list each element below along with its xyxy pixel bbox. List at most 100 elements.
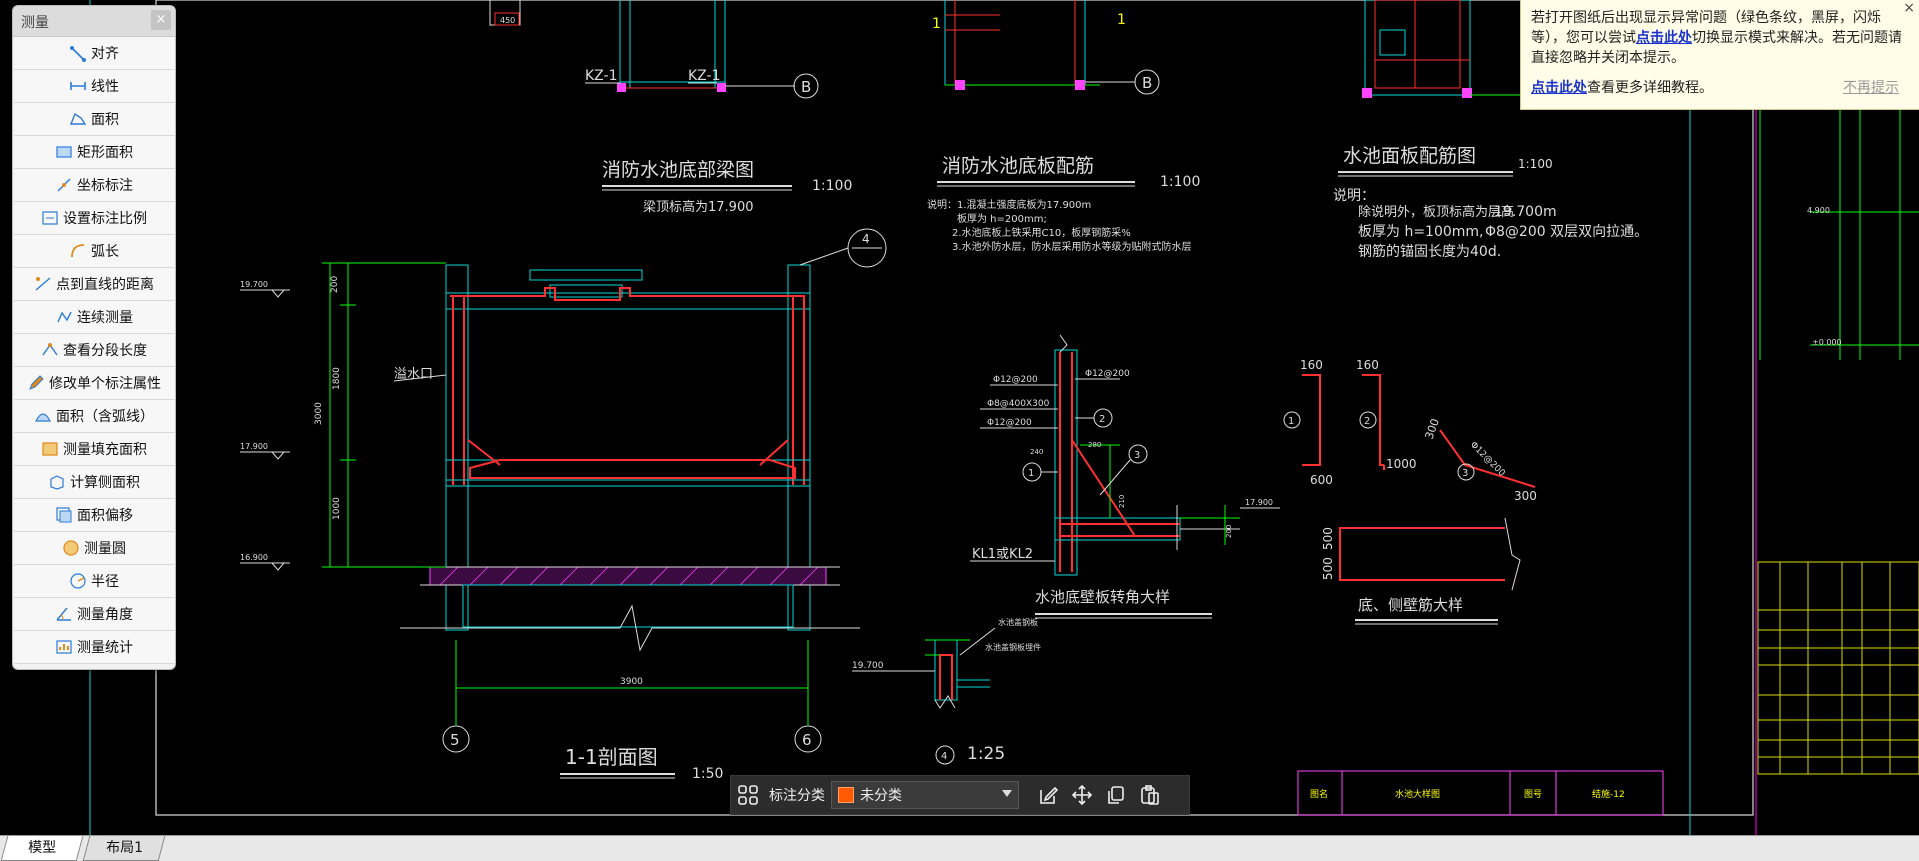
annotation-category-select[interactable]: 未分类 bbox=[831, 781, 1019, 809]
top-plan-detail-middle: B 1 1 bbox=[932, 0, 1160, 95]
move-icon[interactable] bbox=[1065, 778, 1099, 812]
title-block-no: 结施-12 bbox=[1592, 788, 1625, 800]
measure-tool-arc-length[interactable]: 弧长 bbox=[14, 235, 174, 268]
statistics-icon bbox=[55, 638, 73, 656]
angle-icon bbox=[55, 605, 73, 623]
section-scale: 1:50 bbox=[692, 766, 723, 782]
measure-tool-label: 线性 bbox=[91, 79, 119, 95]
measure-tool-segment-length[interactable]: 查看分段长度 bbox=[14, 334, 174, 367]
dim-3000: 3000 bbox=[314, 402, 324, 425]
corner-title: 水池底壁板转角大样 bbox=[1035, 588, 1170, 606]
rebar-label-b: Φ12@200 bbox=[1085, 369, 1130, 379]
measure-tool-edit-annotation[interactable]: 修改单个标注属性 bbox=[14, 367, 174, 400]
radius-icon bbox=[69, 572, 87, 590]
measure-tool-continuous-measure[interactable]: 连续测量 bbox=[14, 301, 174, 334]
circle-measure-icon bbox=[62, 539, 80, 557]
arc-area-icon bbox=[34, 407, 52, 425]
corner-circle-2: 2 bbox=[1099, 414, 1105, 425]
title-block: 图名 水池大样图 图号 结施-12 bbox=[1297, 770, 1664, 816]
base-note-4: 3.水池外防水层，防水层采用防水等级为贴附式防水层 bbox=[952, 240, 1192, 253]
arc-length-icon bbox=[69, 242, 87, 260]
bar-160-a: 160 bbox=[1300, 358, 1323, 372]
rect-area-icon bbox=[55, 143, 73, 161]
measure-tool-statistics[interactable]: 测量统计 bbox=[14, 631, 174, 664]
tab-model[interactable]: 模型 bbox=[0, 836, 84, 861]
rebar-label-a: Φ12@200 bbox=[993, 375, 1038, 385]
beam-plan-note: 梁顶标高为17.900 bbox=[643, 199, 754, 215]
measure-panel-header[interactable]: 测量 × bbox=[13, 6, 175, 37]
measure-tool-area-offset[interactable]: 面积偏移 bbox=[14, 499, 174, 532]
measure-tool-label: 点到直线的距离 bbox=[56, 277, 154, 293]
pipe-label: 溢水口 bbox=[394, 367, 433, 382]
wall-title: 底、侧壁筋大样 bbox=[1358, 596, 1463, 614]
detail-label-2: 水池盖钢板埋件 bbox=[985, 642, 1041, 652]
measure-tool-angle[interactable]: 测量角度 bbox=[14, 598, 174, 631]
measure-tool-scale[interactable]: 设置标注比例 bbox=[14, 202, 174, 235]
section-1-1: 200 1800 3000 1000 19.700 17.900 16.900 … bbox=[240, 228, 887, 782]
kz1-label-a: KZ-1 bbox=[585, 68, 617, 84]
measure-tool-side-area[interactable]: 计算侧面积 bbox=[14, 466, 174, 499]
tutorial-link[interactable]: 点击此处 bbox=[1531, 80, 1587, 96]
linear-icon bbox=[69, 77, 87, 95]
measure-tool-area[interactable]: 面积 bbox=[14, 103, 174, 136]
beam-plan-title-block: 消防水池底部梁图 1:100 梁顶标高为17.900 bbox=[602, 159, 852, 215]
selected-category: 未分类 bbox=[860, 788, 902, 804]
measure-tool-label: 查看分段长度 bbox=[63, 343, 147, 359]
axis-1-label: 1 bbox=[932, 16, 941, 32]
title-block-name: 水池大样图 bbox=[1395, 788, 1440, 800]
measure-tool-circle-measure[interactable]: 测量圆 bbox=[14, 532, 174, 565]
measure-tool-fill-area[interactable]: 测量填充面积 bbox=[14, 433, 174, 466]
bar-160-b: 160 bbox=[1356, 358, 1379, 372]
close-icon[interactable]: × bbox=[1903, 0, 1915, 16]
measure-tool-label: 连续测量 bbox=[77, 310, 133, 326]
measure-tool-label: 面积偏移 bbox=[77, 508, 133, 524]
dim-210: 210 bbox=[1118, 495, 1126, 508]
drawing-canvas[interactable]: 450 B KZ-1 KZ-1 B 1 1 bbox=[0, 0, 1919, 835]
measure-tool-align[interactable]: 对齐 bbox=[14, 37, 174, 70]
top-rebar-scale: 1:100 bbox=[1518, 157, 1553, 171]
dont-show-again-link[interactable]: 不再提示 bbox=[1843, 80, 1899, 96]
close-icon[interactable]: × bbox=[151, 10, 171, 30]
measure-tool-label: 面积 bbox=[91, 112, 119, 128]
bar-300-b: 300 bbox=[1514, 489, 1537, 503]
measure-tool-label: 计算侧面积 bbox=[70, 475, 140, 491]
detail-scale: 1:25 bbox=[967, 744, 1005, 764]
measure-tool-linear[interactable]: 线性 bbox=[14, 70, 174, 103]
rebar-label-d: Φ12@200 bbox=[987, 418, 1032, 428]
sheet-border bbox=[155, 0, 1754, 816]
base-note-2: 板厚为 h=200mm; bbox=[957, 212, 1047, 225]
measure-tool-label: 设置标注比例 bbox=[63, 211, 147, 227]
switch-display-mode-link[interactable]: 点击此处 bbox=[1636, 30, 1692, 46]
shape-circle-2: 2 bbox=[1364, 416, 1370, 427]
measure-tool-radius[interactable]: 半径 bbox=[14, 565, 174, 598]
chevron-down-icon bbox=[1002, 790, 1012, 797]
bar-500-b: 500 bbox=[1321, 557, 1335, 580]
dim-280: 280 bbox=[1088, 441, 1101, 449]
rebar-label-c: Φ8@400X300 bbox=[987, 399, 1050, 409]
paste-icon[interactable] bbox=[1133, 778, 1167, 812]
edit-icon[interactable] bbox=[1031, 778, 1065, 812]
annotation-category-label: 标注分类 bbox=[769, 788, 825, 804]
copy-icon[interactable] bbox=[1099, 778, 1133, 812]
measure-tool-rect-area[interactable]: 矩形面积 bbox=[14, 136, 174, 169]
measure-tool-label: 测量统计 bbox=[77, 640, 133, 656]
top-elevation: 19.700m bbox=[1494, 204, 1557, 220]
tab-layout-1[interactable]: 布局1 bbox=[82, 836, 166, 861]
kz1-label-b: KZ-1 bbox=[688, 68, 720, 84]
measure-tool-point-line-distance[interactable]: 点到直线的距离 bbox=[14, 268, 174, 301]
right-elevation-strip: 4.900 ±0.000 bbox=[1759, 110, 1919, 360]
measure-panel-title: 测量 bbox=[21, 15, 49, 31]
corner-detail: 17.900 Φ12@200 Φ12@200 Φ8@400X300 Φ12@20… bbox=[970, 334, 1280, 619]
measure-tool-label: 弧长 bbox=[91, 244, 119, 260]
elev-16900: 16.900 bbox=[240, 553, 268, 562]
grid-icon[interactable] bbox=[731, 778, 765, 812]
top-note-1: 除说明外，板顶标高为层高 bbox=[1358, 204, 1514, 220]
area-icon bbox=[69, 110, 87, 128]
measure-tool-arc-area[interactable]: 面积（含弧线） bbox=[14, 400, 174, 433]
dim-1800: 1800 bbox=[332, 367, 342, 390]
layout-tab-bar: 模型 布局1 bbox=[0, 835, 1919, 861]
measure-tool-coordinate[interactable]: 坐标标注 bbox=[14, 169, 174, 202]
corner-elev: 17.900 bbox=[1245, 498, 1273, 507]
measure-tool-label: 测量填充面积 bbox=[63, 442, 147, 458]
measure-tool-label: 坐标标注 bbox=[77, 178, 133, 194]
